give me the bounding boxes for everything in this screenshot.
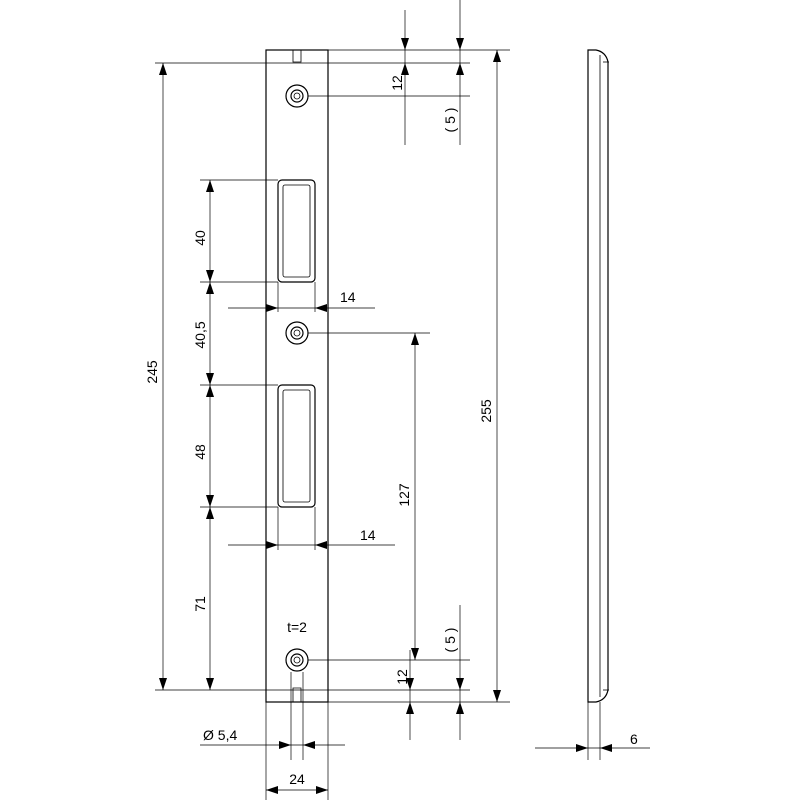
upper-slot xyxy=(277,179,316,283)
label-top-hole-offset: 12 xyxy=(389,75,405,91)
arrowheads xyxy=(159,38,612,794)
label-total-height-inner: 245 xyxy=(144,360,160,384)
label-lower-slot-height: 48 xyxy=(192,444,208,460)
bottom-screw-hole xyxy=(285,648,309,672)
label-hole-spacing: 127 xyxy=(396,483,412,507)
middle-screw-hole xyxy=(285,321,309,345)
label-upper-slot-height: 40 xyxy=(192,230,208,246)
dimension-labels: 12 ( 5 ) 40 14 40,5 48 14 71 245 255 127… xyxy=(144,75,638,787)
extension-lines xyxy=(155,49,601,800)
label-slot-gap: 40,5 xyxy=(192,321,208,348)
plate-outline xyxy=(265,49,329,703)
label-plate-width: 24 xyxy=(289,771,305,787)
dimension-lines xyxy=(162,0,650,791)
plate-front-view xyxy=(265,49,329,703)
top-notch xyxy=(292,50,302,63)
label-total-height-outer: 255 xyxy=(478,399,494,423)
plate-side-view xyxy=(587,49,609,703)
label-bottom-hole-offset: 12 xyxy=(394,669,410,685)
top-screw-hole xyxy=(285,84,309,108)
label-bottom-span: 71 xyxy=(192,596,208,612)
upper-slot-inner xyxy=(282,184,311,278)
lower-slot-inner xyxy=(282,389,311,503)
side-profile xyxy=(587,49,609,703)
bottom-notch xyxy=(292,687,302,702)
label-thickness: t=2 xyxy=(287,619,307,635)
label-lower-slot-width: 14 xyxy=(360,527,376,543)
lower-slot xyxy=(277,384,316,508)
label-hole-diameter: Ø 5,4 xyxy=(203,727,237,743)
label-side-thickness: 6 xyxy=(630,731,638,747)
label-top-hole-ref: ( 5 ) xyxy=(442,108,458,133)
label-bottom-hole-ref: ( 5 ) xyxy=(442,628,458,653)
label-upper-slot-width: 14 xyxy=(340,289,356,305)
